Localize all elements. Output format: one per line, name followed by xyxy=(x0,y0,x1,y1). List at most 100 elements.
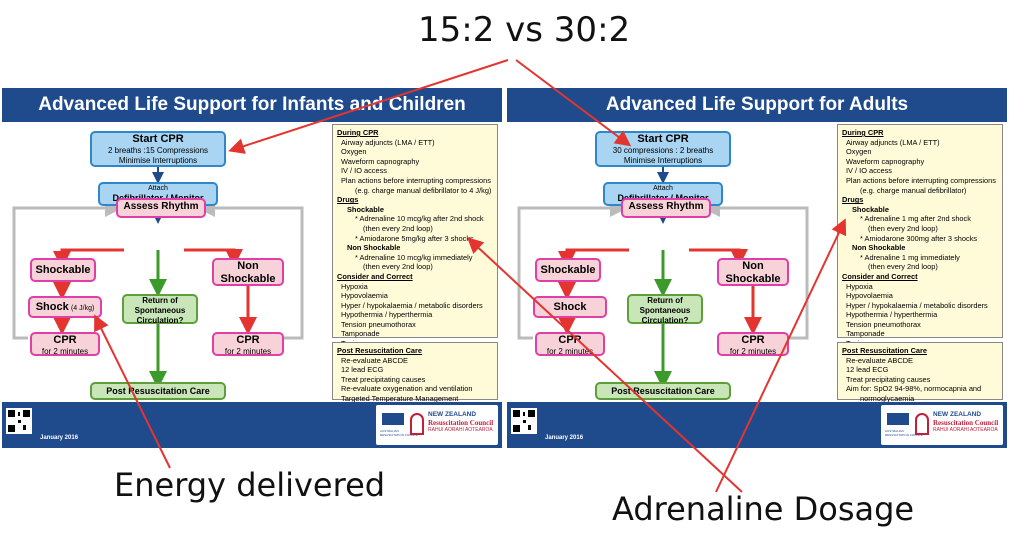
list-item: 12 lead ECG xyxy=(846,365,889,375)
list-item: * Adrenaline 10 mcg/kg immediately xyxy=(355,252,473,262)
nzrc-maori: RAHUI AORAHI AOTEAROA xyxy=(428,427,493,433)
list-item: Non Shockable xyxy=(347,243,401,253)
list-item: Airway adjuncts (LMA / ETT) xyxy=(341,137,435,147)
list-item: Post Resuscitation Care xyxy=(842,346,928,355)
list-item: Tamponade xyxy=(846,329,885,339)
paediatric-als-panel: Advanced Life Support for Infants and Ch… xyxy=(2,86,502,448)
list-item: * Adrenaline 10 mcg/kg after 2nd shock xyxy=(355,214,484,224)
shock-box: Shock (4 J/kg) xyxy=(28,296,102,318)
list-item: (then every 2nd loop) xyxy=(868,262,938,272)
list-item: (then every 2nd loop) xyxy=(363,223,433,233)
footer-date: January 2016 xyxy=(545,435,584,441)
energy-annotation: Energy delivered xyxy=(114,466,386,504)
nzrc-name: NEW ZEALAND xyxy=(428,411,477,418)
list-item: Aim for: SpO2 94-98%, normocapnia and xyxy=(846,384,982,394)
list-item: During CPR xyxy=(337,128,379,137)
list-item: Hypothermia / hyperthermia xyxy=(846,310,938,320)
nzrc-logo-icon xyxy=(410,413,424,435)
list-item: Hypoxia xyxy=(341,281,368,291)
nzrc-logo-icon xyxy=(915,413,929,435)
shockable-box: Shockable xyxy=(30,258,96,282)
adrenaline-annotation: Adrenaline Dosage xyxy=(612,490,915,528)
rosc-box: Return of Spontaneous Circulation? xyxy=(627,294,703,325)
list-item: Treat precipitating causes xyxy=(341,374,426,384)
start-cpr-box: Start CPR 2 breaths :15 Compressions Min… xyxy=(90,131,226,167)
arc-logo-icon xyxy=(887,413,909,425)
list-item: Consider and Correct xyxy=(842,271,918,281)
list-item: Plan actions before interrupting compres… xyxy=(341,175,491,185)
list-item: Hypothermia / hyperthermia xyxy=(341,310,433,320)
footer-date: January 2016 xyxy=(40,435,79,441)
list-item: (e.g. charge manual defibrillator to 4 J… xyxy=(355,185,492,195)
list-item: Plan actions before interrupting compres… xyxy=(846,175,996,185)
list-item: (then every 2nd loop) xyxy=(363,262,433,272)
list-item: Shockable xyxy=(347,204,384,214)
adult-als-panel: Advanced Life Support for Adults Start C… xyxy=(507,86,1007,448)
ratio-annotation: 15:2 vs 30:2 xyxy=(418,10,631,50)
list-item: IV / IO access xyxy=(341,166,388,176)
list-item: Targeted Temperature Management xyxy=(341,393,459,403)
list-item: Tension pneumothorax xyxy=(341,319,416,329)
list-item: During CPR xyxy=(842,128,884,137)
list-item: * Adrenaline 1 mg immediately xyxy=(860,252,960,262)
list-item: Treat precipitating causes xyxy=(846,374,931,384)
nzrc-maori: RAHUI AORAHI AOTEAROA xyxy=(933,427,998,433)
nzrc-subtitle: Resuscitation Council xyxy=(933,419,999,427)
list-item: Hypovolaemia xyxy=(846,291,893,301)
list-item: Oxygen xyxy=(846,147,872,157)
list-item: Re-evaluate oxygenation and ventilation xyxy=(341,384,473,394)
list-item: 12 lead ECG xyxy=(341,365,384,375)
shockable-box: Shockable xyxy=(535,258,601,282)
qr-code xyxy=(511,408,537,434)
list-item: Hyper / hypokalaemia / metabolic disorde… xyxy=(341,300,483,310)
start-cpr-box: Start CPR 30 compressions : 2 breaths Mi… xyxy=(595,131,731,167)
post-resuscitation-box: Post Resuscitation Care xyxy=(595,382,731,400)
list-item: Tamponade xyxy=(341,329,380,339)
list-item: Hypovolaemia xyxy=(341,291,388,301)
arc-logo-text: AUSTRALIAN RESUSCITATION COUNCIL xyxy=(885,429,924,437)
list-item: Hyper / hypokalaemia / metabolic disorde… xyxy=(846,300,988,310)
list-item: Re-evaluate ABCDE xyxy=(341,355,408,365)
shock-box: Shock xyxy=(533,296,607,318)
list-item: (then every 2nd loop) xyxy=(868,223,938,233)
list-item: Oxygen xyxy=(341,147,367,157)
list-item: Re-evaluate ABCDE xyxy=(846,355,913,365)
list-item: Waveform capnography xyxy=(341,156,420,166)
list-item: Tension pneumothorax xyxy=(846,319,921,329)
nzrc-subtitle: Resuscitation Council xyxy=(428,419,494,427)
list-item: * Adrenaline 1 mg after 2nd shock xyxy=(860,214,971,224)
council-logos: AUSTRALIAN RESUSCITATION COUNCIL NEW ZEA… xyxy=(881,405,1003,445)
arc-logo-icon xyxy=(382,413,404,425)
list-item: Post Resuscitation Care xyxy=(337,346,423,355)
list-item: Non Shockable xyxy=(852,243,906,253)
qr-code xyxy=(6,408,32,434)
list-item: Drugs xyxy=(842,195,864,205)
list-item: * Amiodarone 5mg/kg after 3 shocks xyxy=(355,233,474,243)
panel-footer: January 2016 AUSTRALIAN RESUSCITATION CO… xyxy=(507,402,1007,448)
list-item: (e.g. charge manual defibrillator) xyxy=(860,185,967,195)
rosc-box: Return of Spontaneous Circulation? xyxy=(122,294,198,325)
list-item: normoglycaemia xyxy=(860,393,915,403)
list-item: Shockable xyxy=(852,204,889,214)
list-item: Drugs xyxy=(337,195,359,205)
panel-footer: January 2016 AUSTRALIAN RESUSCITATION CO… xyxy=(2,402,502,448)
list-item: Hypoxia xyxy=(846,281,873,291)
post-resuscitation-box: Post Resuscitation Care xyxy=(90,382,226,400)
list-item: Airway adjuncts (LMA / ETT) xyxy=(846,137,940,147)
assess-rhythm-box: Assess Rhythm xyxy=(116,198,206,218)
list-item: * Amiodarone 300mg after 3 shocks xyxy=(860,233,978,243)
list-item: Consider and Correct xyxy=(337,271,413,281)
nzrc-name: NEW ZEALAND xyxy=(933,411,982,418)
list-item: Waveform capnography xyxy=(846,156,925,166)
council-logos: AUSTRALIAN RESUSCITATION COUNCIL NEW ZEA… xyxy=(376,405,498,445)
